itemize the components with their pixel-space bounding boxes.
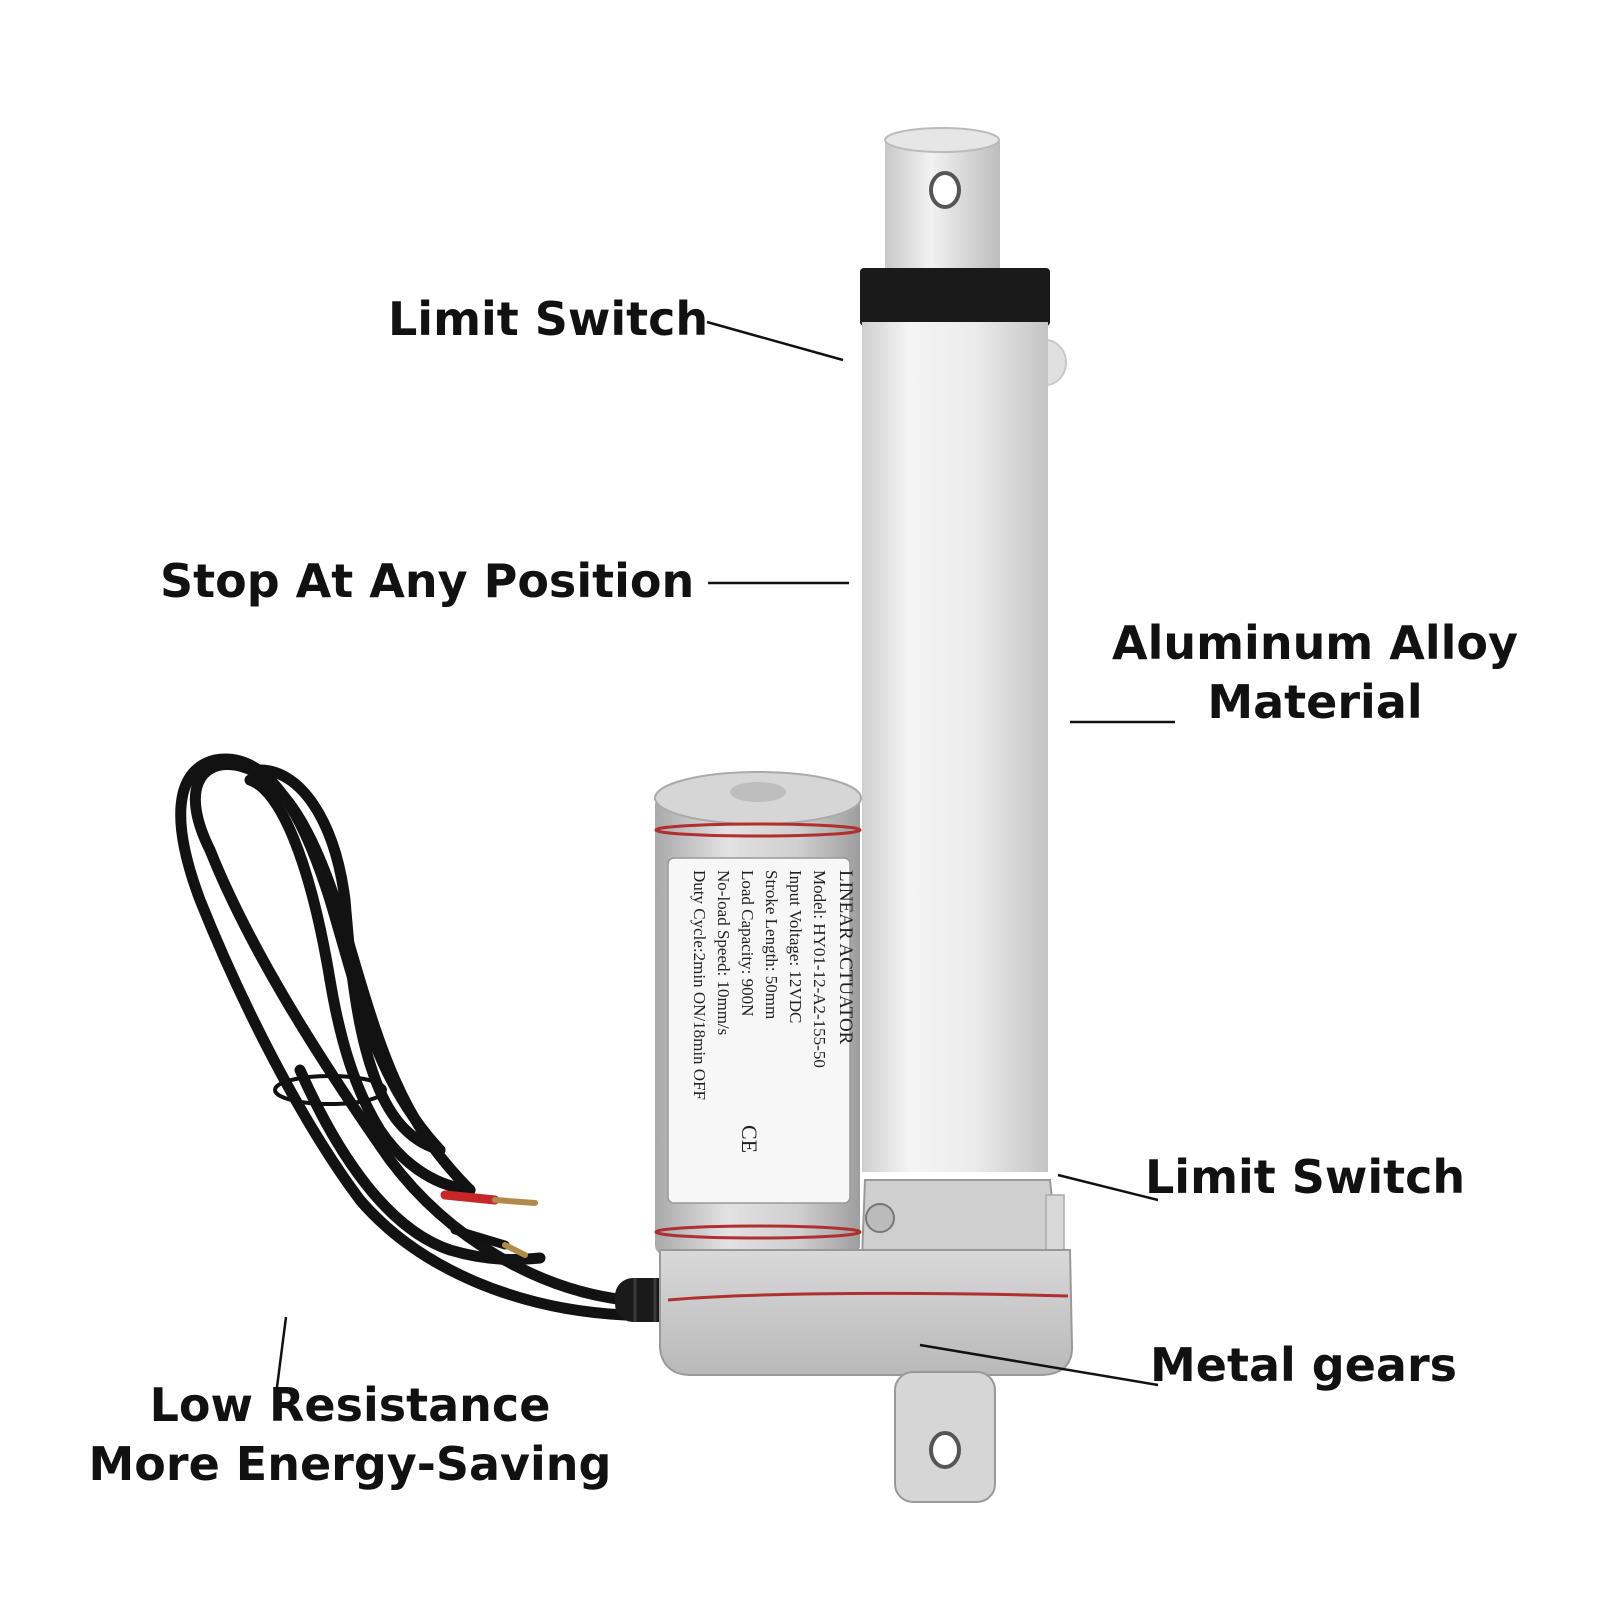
callout-resistance-line2: More Energy-Saving [88, 1437, 612, 1492]
limit-switch-tab-bottom [1045, 1194, 1065, 1256]
limit-switch-tab-top [1047, 339, 1067, 386]
motor-label-line: Input Voltage: 12VDC [786, 870, 805, 1023]
tube-clamp-bracket [860, 1179, 1065, 1259]
wire-ends [440, 1190, 538, 1258]
callout-aluminum-alloy-material: Aluminum Alloy Material [1100, 616, 1530, 730]
outer-tube [862, 322, 1067, 1172]
clamp-screw [865, 1203, 895, 1233]
motor-label-title: LINEAR ACTUATOR [835, 870, 856, 1045]
rod-seal-collar [860, 268, 1050, 326]
callout-material-line2: Material [1207, 675, 1423, 730]
callout-limit-switch-top: Limit Switch [388, 292, 709, 346]
cable-tie [273, 1074, 387, 1106]
callout-limit-switch-bottom: Limit Switch [1145, 1150, 1466, 1204]
motor-label-line: Stroke Length: 50mm [762, 870, 781, 1019]
callout-resistance-line1: Low Resistance [149, 1378, 551, 1432]
motor-label-line: Model: HY01-12-A2-155-50 [810, 870, 829, 1068]
callout-stop-at-any-position: Stop At Any Position [160, 554, 695, 608]
motor-label-line: Load Capacity: 900N [738, 870, 757, 1016]
ce-mark: CE [737, 1125, 762, 1153]
motor-label-line: No-load Speed: 10mm/s [714, 870, 733, 1035]
rod-eye-hole [929, 171, 961, 209]
callout-low-resistance: Low Resistance More Energy-Saving [80, 1378, 620, 1492]
leader-lines [274, 320, 1175, 1396]
power-cable [175, 753, 631, 1321]
motor-label-line: Duty Cycle:2min ON/18min OFF [690, 870, 709, 1100]
callout-material-line1: Aluminum Alloy [1112, 616, 1518, 670]
extension-rod [884, 127, 1000, 275]
motor-spec-label: LINEAR ACTUATOR Model: HY01-12-A2-155-50 I… [667, 857, 856, 1204]
callout-metal-gears: Metal gears [1150, 1338, 1458, 1392]
rear-mount-lug [894, 1371, 996, 1503]
gearbox-base [659, 1249, 1074, 1376]
